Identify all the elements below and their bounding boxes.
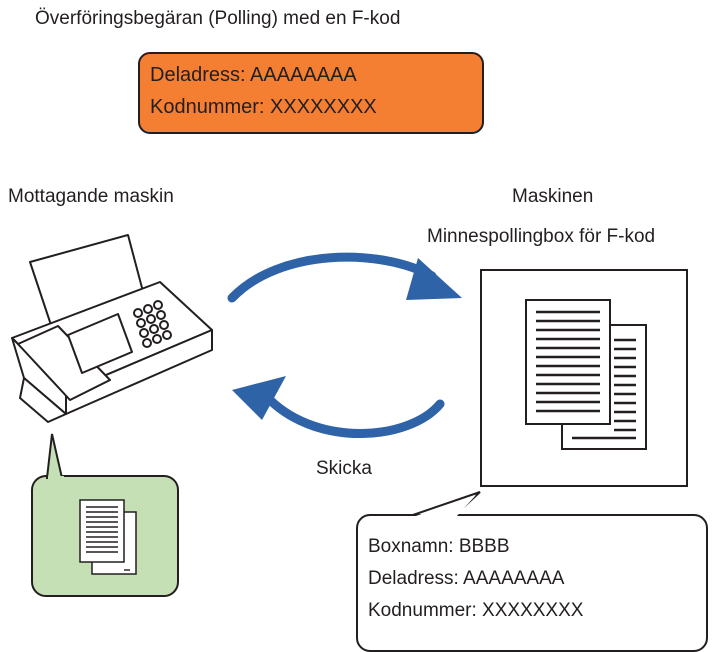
- machine-label: Maskinen: [512, 186, 594, 207]
- request-sub-address: Deladress: AAAAAAAA: [150, 64, 357, 86]
- diagram-title: Överföringsbegäran (Polling) med en F-ko…: [35, 8, 401, 29]
- receiving-machine-label: Mottagande maskin: [8, 186, 174, 207]
- request-passcode: Kodnummer: XXXXXXXX: [150, 96, 377, 118]
- document-stack-icon: [525, 299, 647, 450]
- document-stack-small-icon: [79, 499, 137, 575]
- box-info-bubble: Boxnamn: BBBB Deladress: AAAAAAAA Kodnum…: [356, 514, 708, 652]
- box-name: Boxnamn: BBBB: [368, 536, 510, 557]
- box-sub-address: Deladress: AAAAAAAA: [368, 568, 565, 589]
- curved-arrow-right-icon: [227, 252, 462, 303]
- polling-request-box: Deladress: AAAAAAAA Kodnummer: XXXXXXXX: [138, 52, 484, 134]
- send-label: Skicka: [316, 458, 372, 479]
- polling-box-label: Minnespollingbox för F-kod: [427, 226, 656, 247]
- box-passcode: Kodnummer: XXXXXXXX: [368, 600, 584, 621]
- curved-arrow-left-icon: [232, 376, 445, 438]
- fax-machine-icon: [11, 234, 213, 423]
